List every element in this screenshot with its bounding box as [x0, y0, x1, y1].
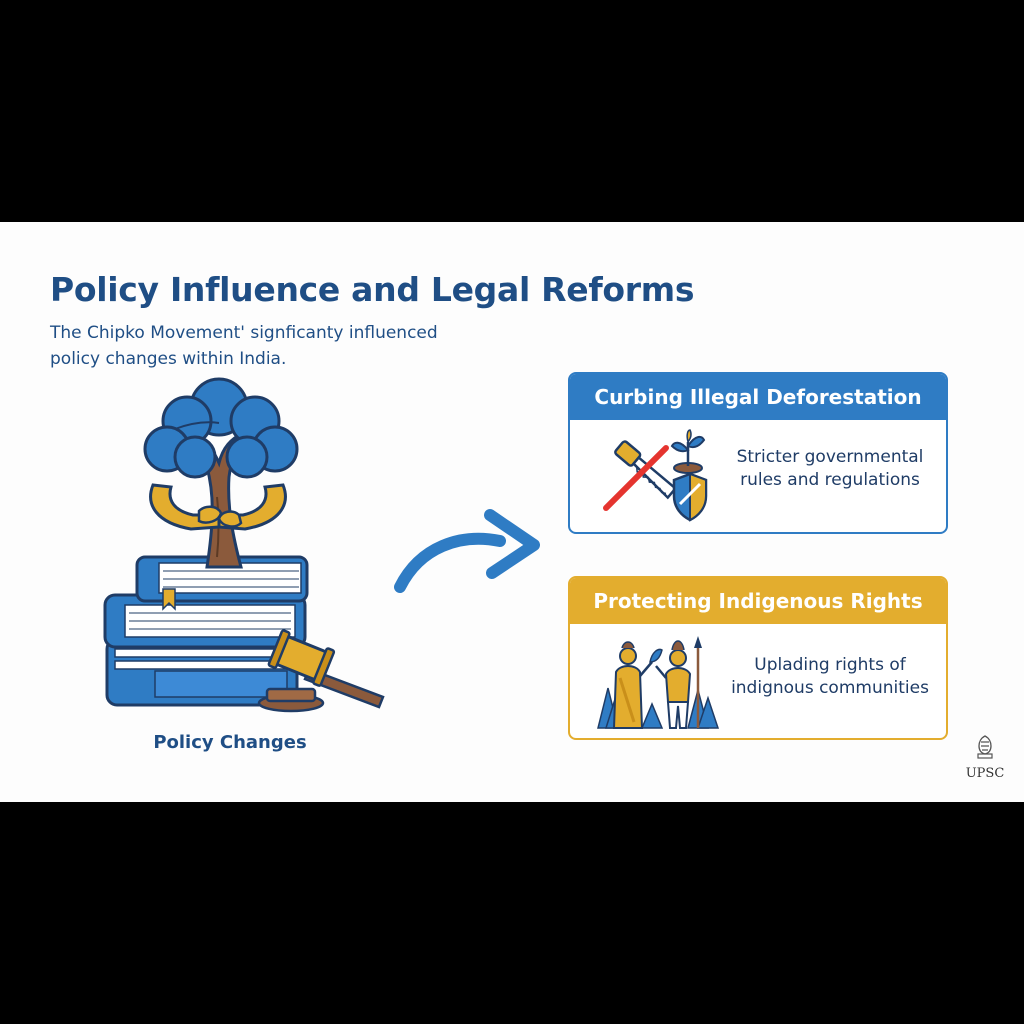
tree-books-gavel-illustration — [103, 377, 385, 713]
slide-subtitle: The Chipko Movement' signficanty influen… — [50, 323, 438, 369]
slide-title: Policy Influence and Legal Reforms — [50, 270, 695, 309]
books-icon — [103, 555, 309, 707]
emblem-icon — [977, 735, 993, 759]
indigenous-rights-card: Protecting Indigenous Rights — [568, 576, 948, 740]
indigenous-people-forest-icon — [597, 636, 719, 729]
tree-canopy — [143, 377, 299, 479]
letterbox-top — [0, 0, 1024, 222]
indigenous-rights-card-text: Uplading rights of indignous communities — [731, 655, 929, 698]
slide: Policy Influence and Legal Reforms The C… — [0, 222, 1024, 802]
deforestation-card-body: Stricter governmental rules and regulati… — [570, 420, 946, 532]
letterbox-bottom — [0, 802, 1024, 1024]
gavel-icon — [257, 629, 385, 713]
deforestation-card: Curbing Illegal Deforestation — [568, 372, 948, 534]
deforestation-card-text: Stricter governmental rules and regulati… — [736, 447, 924, 490]
upsc-text: UPSC — [965, 766, 1005, 781]
indigenous-rights-card-header: Protecting Indigenous Rights — [570, 578, 946, 624]
upsc-logo: UPSC — [962, 734, 1008, 781]
policy-changes-label: Policy Changes — [153, 732, 307, 753]
deforestation-card-header: Curbing Illegal Deforestation — [570, 374, 946, 420]
indigenous-rights-card-body: Uplading rights of indignous communities — [570, 624, 946, 738]
curved-arrow-icon — [394, 509, 540, 593]
no-saw-sapling-shield-icon — [603, 429, 708, 522]
